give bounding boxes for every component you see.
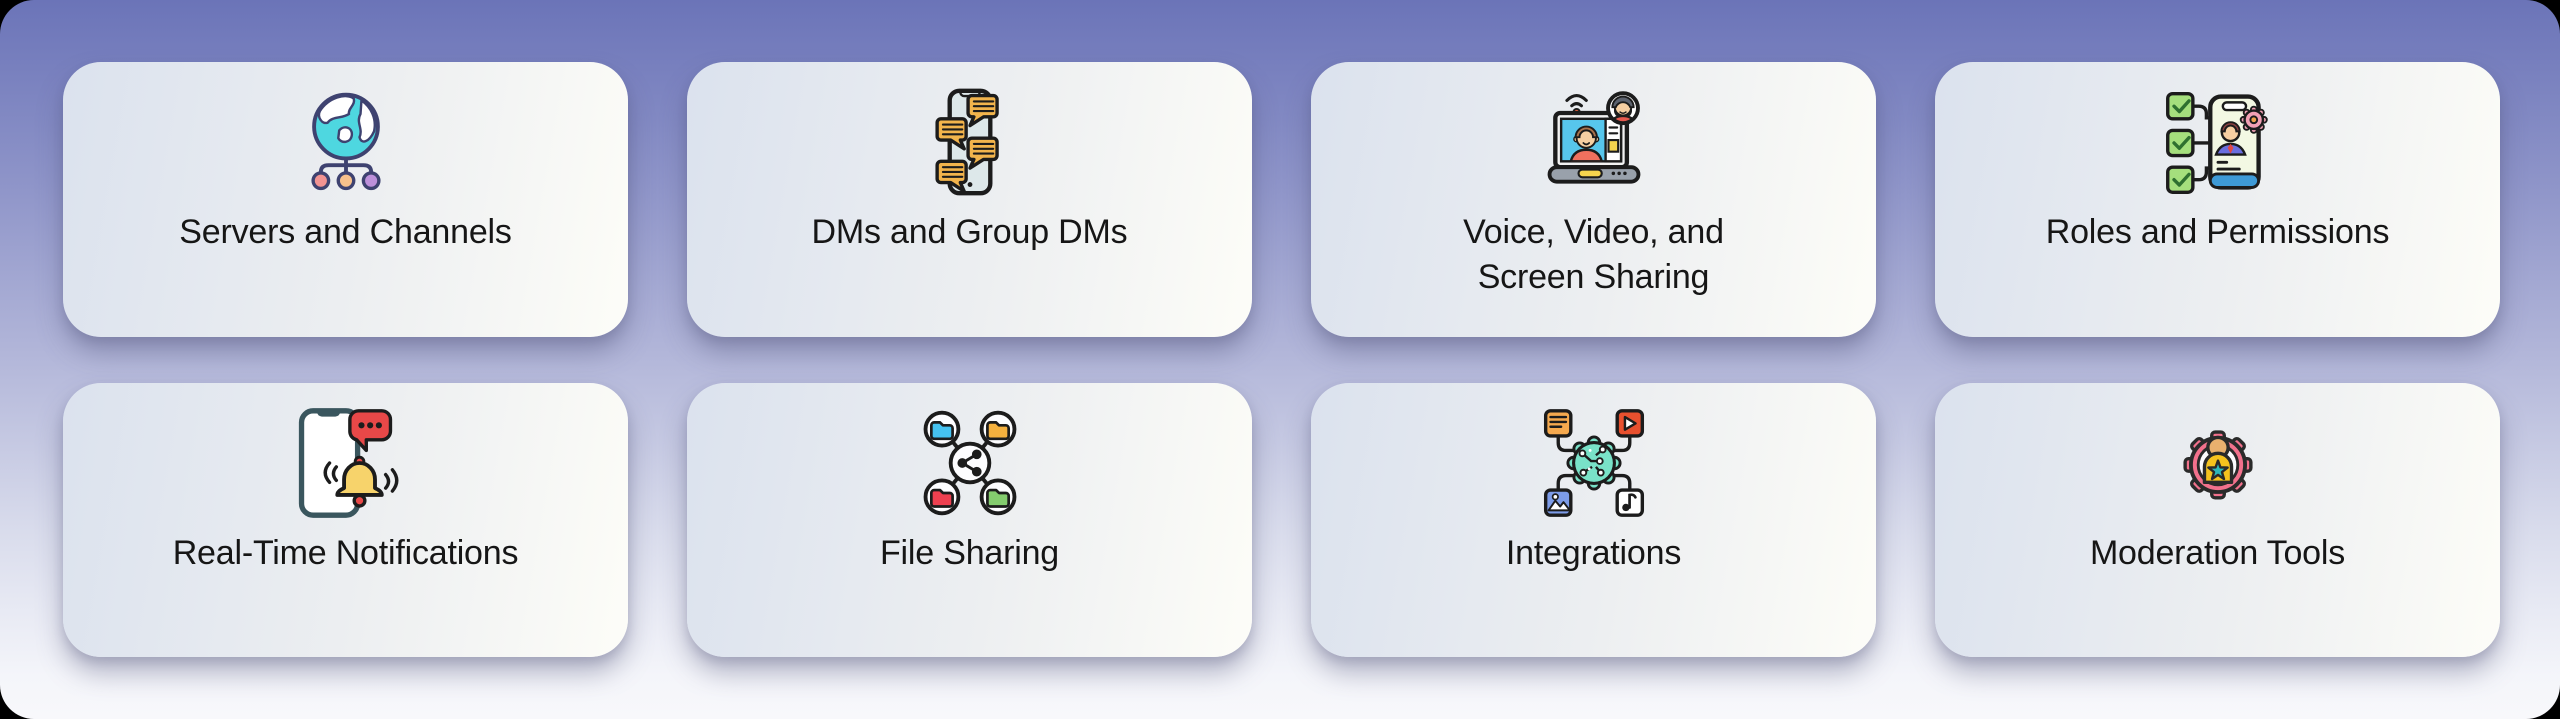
- card-label: Roles and Permissions: [2045, 213, 2390, 251]
- feature-card-roles-and-permissions: Roles and Permissions: [1935, 62, 2500, 337]
- feature-card-servers-and-channels: Servers and Channels: [63, 62, 628, 337]
- feature-card-voice-video-screen-sharing: Voice, Video, and Screen Sharing: [1311, 62, 1876, 337]
- phone-bell-alert-icon: [286, 405, 406, 521]
- feature-card-real-time-notifications: Real-Time Notifications: [63, 383, 628, 657]
- phone-chat-bubbles-icon: [910, 84, 1030, 200]
- card-label: File Sharing: [879, 534, 1060, 572]
- card-label: DMs and Group DMs: [811, 213, 1128, 251]
- checklist-profile-icon: [2158, 84, 2278, 200]
- feature-card-moderation-tools: Moderation Tools: [1935, 383, 2500, 657]
- card-label: Voice, Video, and Screen Sharing: [1463, 213, 1724, 296]
- globe-network-icon: [286, 84, 406, 200]
- video-call-laptop-icon: [1534, 84, 1654, 200]
- card-label: Real-Time Notifications: [172, 534, 519, 572]
- gear-star-badge-icon: [2158, 405, 2278, 521]
- share-folders-icon: [910, 405, 1030, 521]
- feature-card-dms-and-group-dms: DMs and Group DMs: [687, 62, 1252, 337]
- card-label: Integrations: [1505, 534, 1682, 572]
- card-label: Moderation Tools: [2089, 534, 2346, 572]
- card-label: Servers and Channels: [179, 213, 512, 251]
- feature-card-file-sharing: File Sharing: [687, 383, 1252, 657]
- feature-card-integrations: Integrations: [1311, 383, 1876, 657]
- gear-connected-apps-icon: [1534, 405, 1654, 521]
